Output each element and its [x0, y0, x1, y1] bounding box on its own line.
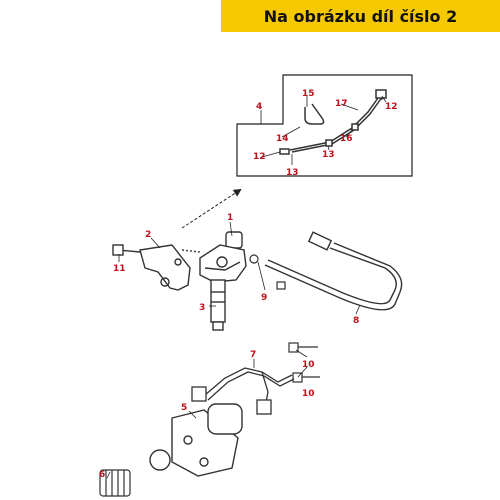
callout-8: 8	[353, 316, 359, 326]
callout-10-upper: 10	[302, 360, 315, 370]
callout-6: 6	[99, 470, 105, 480]
leader-lines	[106, 95, 387, 479]
callout-13-upper: 13	[322, 150, 335, 160]
bolts-9	[249, 254, 286, 290]
callout-14: 14	[276, 134, 289, 144]
pointer-arrow	[181, 188, 242, 229]
callout-12-right: 12	[385, 102, 398, 112]
bracket	[112, 244, 191, 291]
callout-3: 3	[199, 303, 205, 313]
callout-2: 2	[145, 230, 151, 240]
starter-motor	[149, 403, 243, 477]
inset-box	[236, 74, 413, 177]
callout-4: 4	[256, 102, 262, 112]
callout-16: 16	[340, 134, 353, 144]
title-banner: Na obrázku díl číslo 2	[221, 0, 500, 32]
callout-10-lower: 10	[302, 389, 315, 399]
callout-12-left: 12	[253, 152, 266, 162]
wire-harness	[191, 367, 295, 415]
bolts-10	[288, 342, 320, 383]
callout-9: 9	[261, 293, 267, 303]
callout-13-lower: 13	[286, 168, 299, 178]
valve-assembly	[181, 231, 247, 331]
callout-11: 11	[113, 264, 126, 274]
callout-7: 7	[250, 350, 256, 360]
callout-5: 5	[181, 403, 187, 413]
hose-parts	[279, 89, 387, 155]
callout-1: 1	[227, 213, 233, 223]
banner-text: Na obrázku díl číslo 2	[263, 6, 458, 26]
air-tube	[264, 231, 403, 311]
callout-17: 17	[335, 99, 348, 109]
callout-15: 15	[302, 89, 315, 99]
callout-numbers: 1 2 3 4 5 6 7 8 9 10 10 11 12 12 13 13 1…	[99, 89, 398, 480]
